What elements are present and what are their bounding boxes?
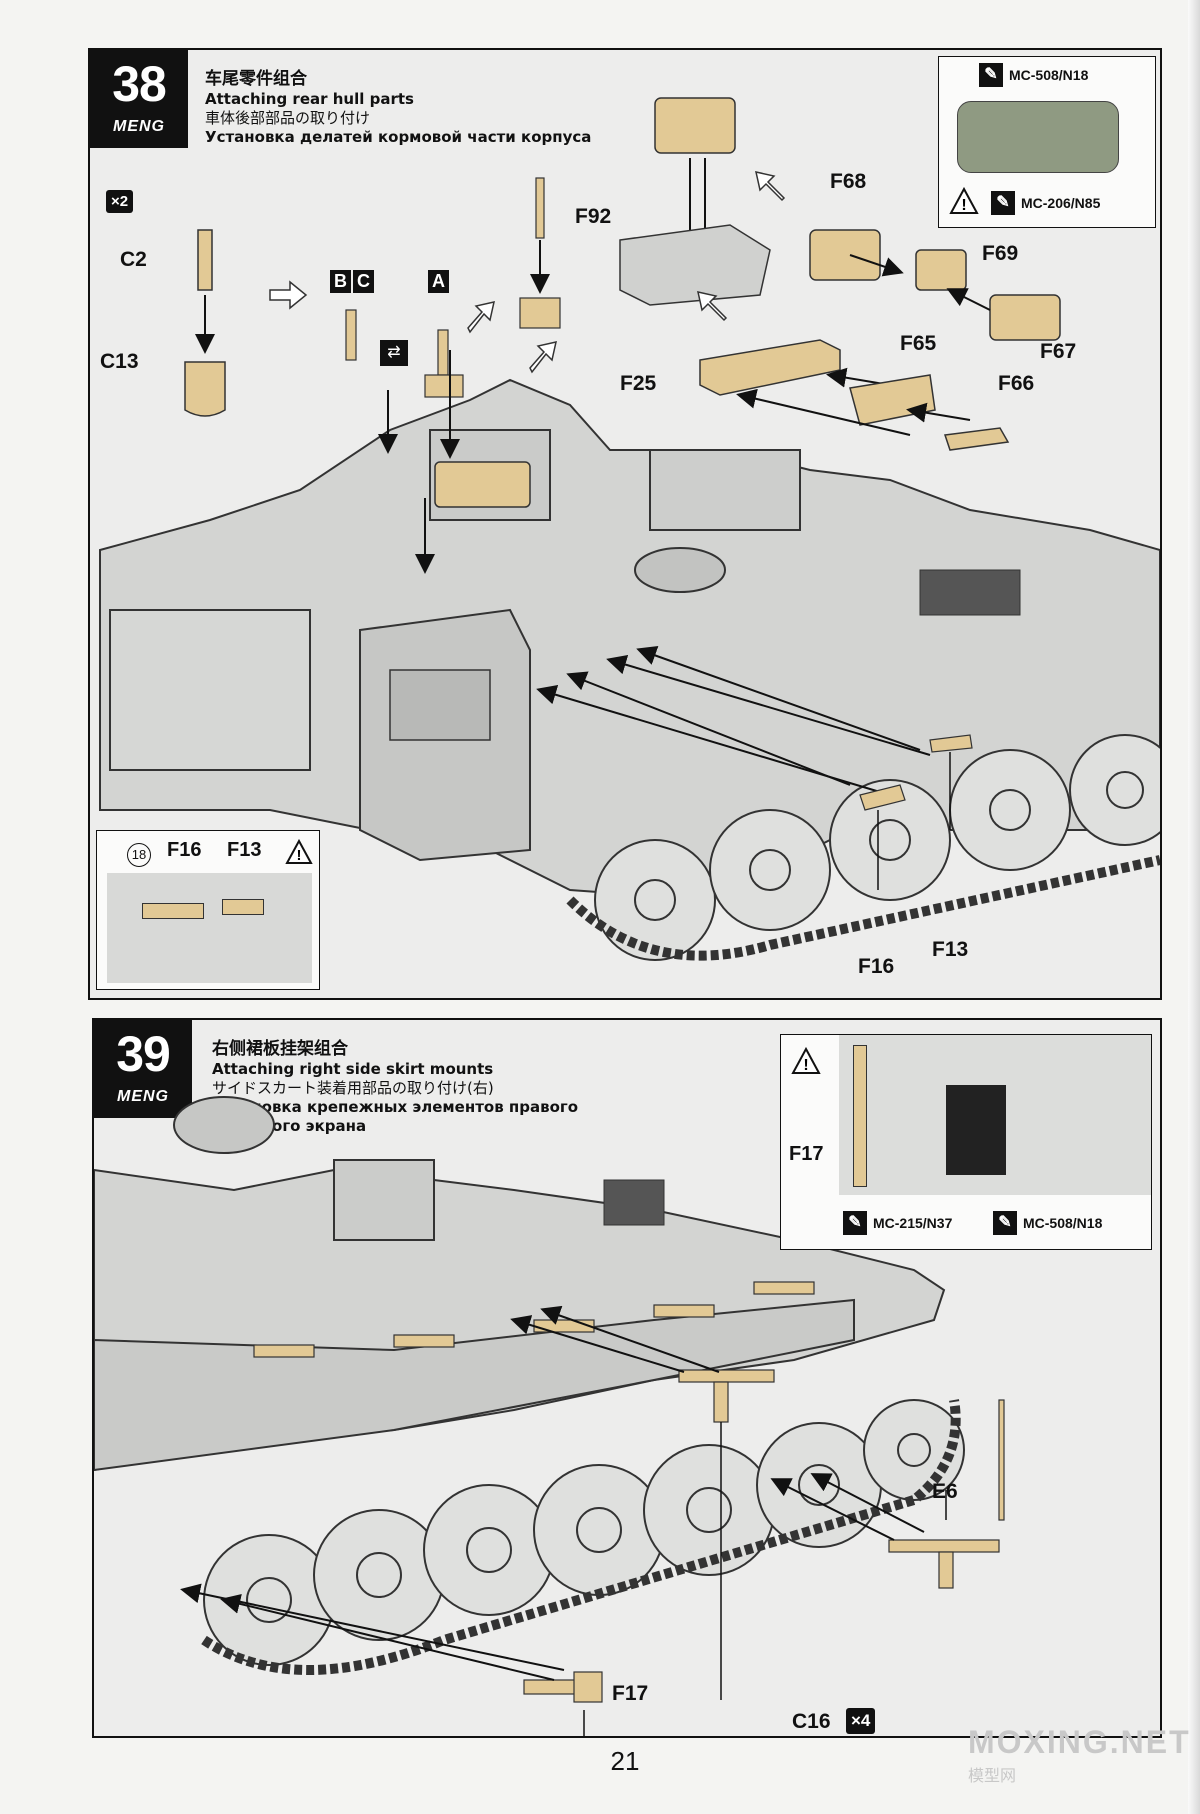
placement-detail-inset: 18 F16 F13 !	[96, 830, 320, 990]
inset-part-f17	[853, 1045, 867, 1187]
label-f69: F69	[982, 242, 1019, 265]
option-a: A	[428, 270, 449, 293]
scan-edge	[1188, 0, 1200, 1814]
swap-arrows-icon: ⇄	[380, 340, 408, 366]
option-a-wrap: A	[428, 270, 451, 293]
inset-label-f13: F13	[227, 839, 262, 861]
paint-callout-bottom: ✎ MC-206/N85	[991, 191, 1100, 215]
label-f13: F13	[932, 938, 969, 961]
step-39-panel: 39 MENG 右侧裙板挂架组合 Attaching right side sk…	[92, 1018, 1162, 1738]
inset-hull-side	[107, 873, 312, 983]
paint-code-left: MC-215/N37	[873, 1215, 953, 1231]
inset-part-f13	[222, 899, 264, 915]
title-ja: サイドスカート装着用部品の取り付け(右)	[212, 1079, 494, 1097]
paint-callout-left: ✎ MC-215/N37	[843, 1211, 952, 1235]
title-ru: Установка делатей кормовой части корпуса	[205, 128, 592, 146]
step-title-block: 车尾零件组合 Attaching rear hull parts 車体後部部品の…	[205, 68, 591, 147]
quantity-badge-x4: ×4	[846, 1708, 876, 1734]
step-badge: 39 MENG	[94, 1020, 192, 1118]
watermark-main: MOXING.NET	[968, 1724, 1191, 1760]
svg-text:!: !	[961, 197, 966, 214]
brush-icon: ✎	[979, 63, 1003, 87]
svg-text:!: !	[297, 847, 302, 864]
inset-part-f16	[142, 903, 204, 919]
step-38-panel: 38 MENG 车尾零件组合 Attaching rear hull parts…	[88, 48, 1162, 1000]
paint-detail-inset: ✎ MC-508/N18 ! ✎ MC-206/N85	[938, 56, 1156, 228]
skirt-mount-diagram	[94, 1096, 1005, 1736]
brush-icon: ✎	[993, 1211, 1017, 1235]
inset-label-f16: F16	[167, 839, 202, 861]
title-ru-line1: Установка крепежных элементов правого	[212, 1098, 579, 1116]
paint-callout-top: ✎ MC-508/N18	[979, 63, 1088, 87]
label-f17: F17	[612, 1682, 649, 1705]
label-f92: F92	[575, 205, 612, 228]
warning-icon: !	[791, 1047, 821, 1074]
label-f25: F25	[620, 372, 657, 395]
paint-code-right: MC-508/N18	[1023, 1215, 1103, 1231]
label-f67: F67	[1040, 340, 1077, 363]
title-zh: 车尾零件组合	[205, 69, 307, 89]
warning-icon: !	[285, 839, 313, 864]
paint-callout-right: ✎ MC-508/N18	[993, 1211, 1102, 1235]
svg-text:!: !	[803, 1057, 808, 1074]
option-b: B	[330, 270, 351, 293]
label-c16: C16	[792, 1710, 831, 1733]
inset-label-f17: F17	[789, 1143, 824, 1165]
step-ref-circle: 18	[127, 843, 151, 867]
quantity-badge-x2: ×2	[106, 190, 134, 213]
brush-icon: ✎	[843, 1211, 867, 1235]
step-number: 38	[112, 56, 167, 112]
step-number: 39	[116, 1026, 171, 1082]
label-f68: F68	[830, 170, 867, 193]
detail-inset-f17: ! F17 ✎ MC-215/N37 ✎ MC-508/N18	[780, 1034, 1152, 1250]
label-e6: E6	[932, 1480, 958, 1503]
label-f65: F65	[900, 332, 937, 355]
label-c2: C2	[120, 248, 147, 271]
title-en: Attaching right side skirt mounts	[212, 1060, 494, 1078]
warning-icon: !	[949, 187, 979, 214]
cloth-bundle-image	[957, 101, 1119, 173]
label-f16: F16	[858, 955, 895, 978]
inset-black-block	[946, 1085, 1006, 1175]
option-c: C	[353, 270, 374, 293]
watermark-sub: 模型网	[968, 1766, 1017, 1785]
label-f66: F66	[998, 372, 1035, 395]
title-zh: 右侧裙板挂架组合	[212, 1039, 348, 1059]
page-number: 21	[610, 1746, 640, 1776]
title-en: Attaching rear hull parts	[205, 90, 414, 108]
label-c13: C13	[100, 350, 139, 373]
brand-logo: MENG	[117, 1088, 169, 1105]
paint-code-top: MC-508/N18	[1009, 67, 1089, 83]
title-ja: 車体後部部品の取り付け	[205, 109, 371, 127]
rear-hull-diagram	[99, 97, 1160, 961]
paint-code-bottom: MC-206/N85	[1021, 195, 1101, 211]
brush-icon: ✎	[991, 191, 1015, 215]
step-badge: 38 MENG	[90, 50, 188, 148]
brand-logo: MENG	[113, 118, 165, 135]
